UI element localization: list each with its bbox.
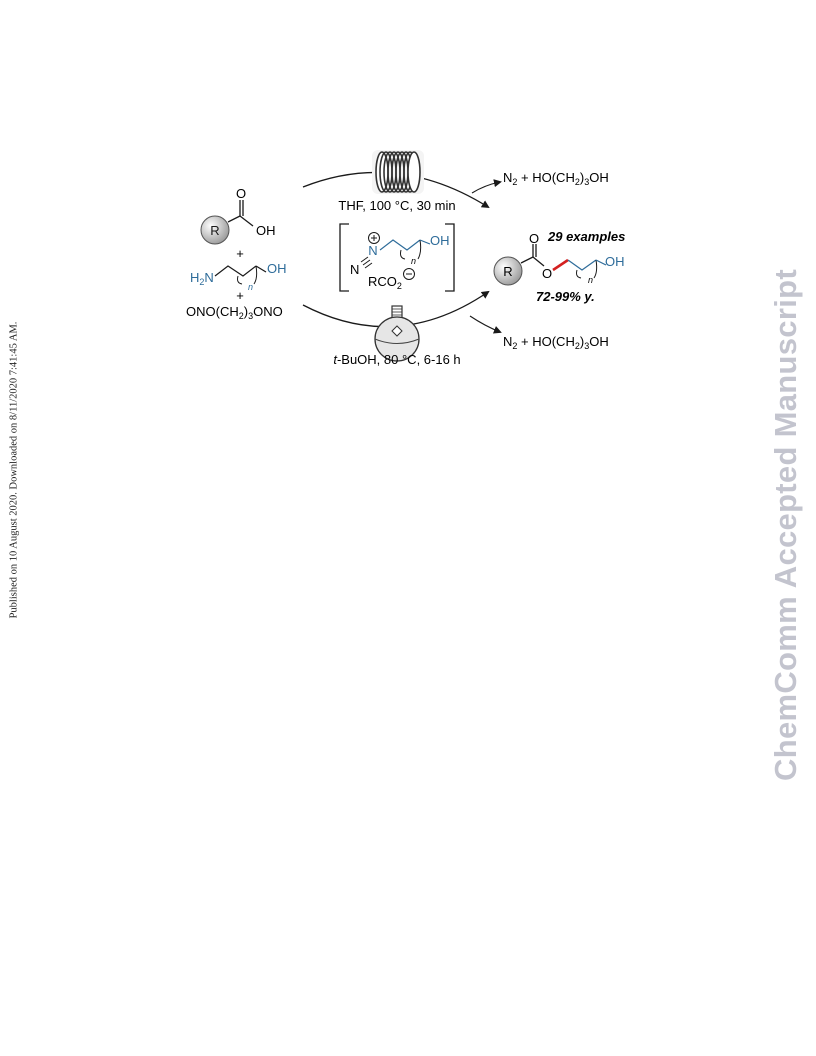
acid-carbonyl-o: O — [236, 186, 246, 201]
product-ester-o: O — [542, 266, 552, 281]
amino-alcohol: H2N n OH — [190, 261, 287, 292]
intermediate-oh: OH — [430, 233, 450, 248]
top-conditions: THF, 100 °C, 30 min — [338, 198, 455, 213]
top-byproduct: N2 + HO(CH2)3OH — [503, 170, 609, 187]
bottom-conditions: t-BuOH, 80 °C, 6-16 h — [333, 352, 460, 367]
alkyl-dinitrite: ONO(CH2)3ONO — [186, 304, 283, 321]
yield-range: 72-99% y. — [536, 289, 595, 304]
intermediate-n: N — [350, 262, 359, 277]
acid-oh: OH — [256, 223, 276, 238]
intermediate-n-plus: N — [368, 243, 377, 258]
carboxylate-anion: RCO2 — [368, 274, 402, 291]
plus-sign-2: + — [236, 288, 244, 303]
acid-r-label: R — [210, 223, 219, 238]
plus-sign-1: + — [236, 246, 244, 261]
bottom-byproduct: N2 + HO(CH2)3OH — [503, 334, 609, 351]
examples-count: 29 examples — [547, 229, 625, 244]
product-oh: OH — [605, 254, 625, 269]
r-group-ball — [200, 215, 230, 245]
amine-oh: OH — [267, 261, 287, 276]
product-r-group-ball — [493, 256, 523, 286]
amine-h2n: H2N — [190, 270, 214, 287]
product-carbonyl-o: O — [529, 231, 539, 246]
ester-product: R O O n OH — [493, 231, 625, 286]
top-byproduct-arrow — [471, 179, 502, 194]
intermediate-n-subscript: n — [411, 256, 416, 266]
carboxylic-acid: R O OH — [200, 186, 276, 245]
diazonium-intermediate: N N n OH RCO2 — [339, 223, 455, 292]
product-r-label: R — [503, 264, 512, 279]
product-n-subscript: n — [588, 275, 593, 285]
amine-n-subscript: n — [248, 282, 253, 292]
round-bottom-flask-icon — [374, 305, 420, 362]
flow-coil-reactor-icon — [372, 150, 424, 194]
new-c-o-bond — [552, 258, 569, 272]
bottom-byproduct-arrow — [469, 315, 502, 334]
